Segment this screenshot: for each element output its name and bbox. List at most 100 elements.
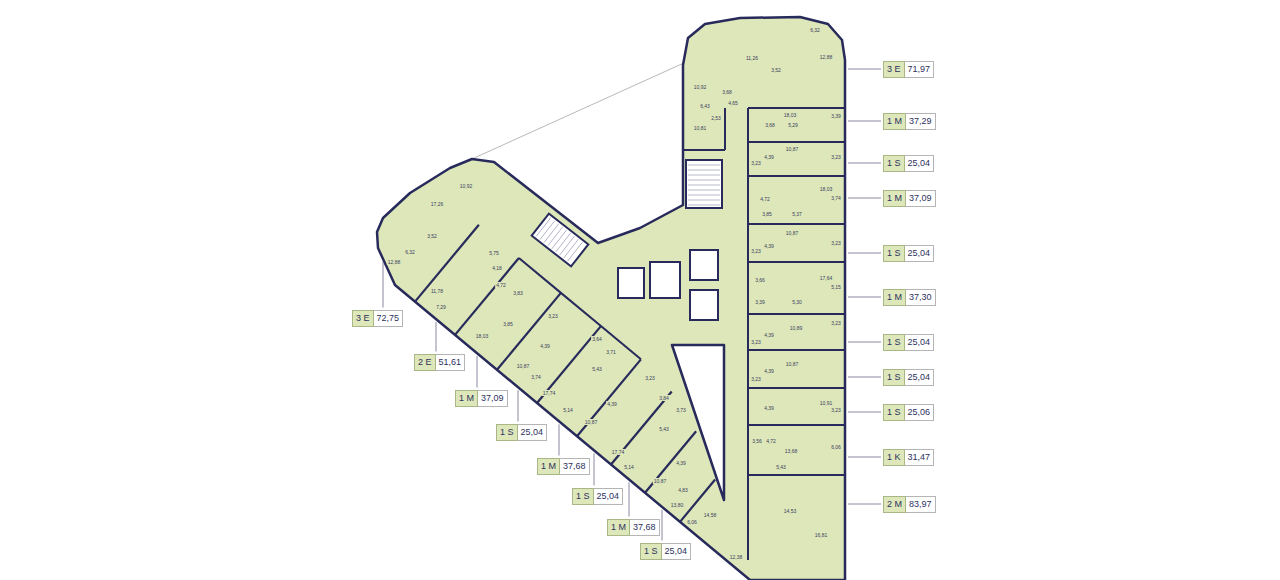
room-area: 3,23 (830, 407, 842, 413)
apartment-area: 51,61 (436, 354, 466, 371)
room-area: 10,87 (785, 146, 800, 152)
apartment-type: 1 S (883, 404, 905, 421)
stair-step (688, 180, 720, 181)
room-area: 3,84 (658, 395, 670, 401)
apartment-area: 25,04 (594, 488, 624, 505)
room-area: 4,72 (759, 196, 771, 202)
room-area: 3,23 (750, 160, 762, 166)
room-area: 6,32 (809, 27, 821, 33)
apartment-area: 31,47 (905, 449, 935, 466)
leader-line (518, 390, 519, 421)
wall (724, 108, 726, 150)
room-area: 2,53 (710, 115, 722, 121)
apartment-type: 1 S (496, 424, 518, 441)
apartment-area: 37,68 (560, 458, 590, 475)
room-area: 3,74 (830, 195, 842, 201)
room-area: 10,87 (653, 478, 668, 484)
room-area: 17,64 (819, 275, 834, 281)
wall (748, 474, 845, 476)
room-area: 3,23 (830, 154, 842, 160)
leader-line (594, 453, 595, 485)
room-area: 10,87 (516, 363, 531, 369)
wall (748, 141, 845, 143)
leader-line (477, 356, 478, 387)
apartment-tag: 1 M37,29 (883, 113, 936, 130)
room-area: 3,68 (721, 89, 733, 95)
stair-step (568, 242, 583, 261)
stair-step (688, 190, 720, 191)
apartment-tag: 1 M37,09 (455, 390, 508, 407)
apartment-area: 72,75 (374, 310, 404, 327)
room-area: 3,56 (751, 438, 763, 444)
room-area: 5,37 (791, 211, 803, 217)
room-area: 10,91 (819, 400, 834, 406)
stair-step (688, 175, 720, 176)
elevator-shaft (650, 262, 680, 298)
stair-step (564, 239, 579, 258)
room-area: 10,81 (693, 125, 708, 131)
apartment-area: 37,30 (906, 289, 936, 306)
room-area: 10,89 (789, 325, 804, 331)
wall (577, 359, 641, 436)
apartment-area: 25,04 (905, 245, 935, 262)
apartment-area: 25,04 (905, 369, 935, 386)
leader-line (848, 69, 881, 70)
wall (645, 431, 696, 493)
leader-line (848, 342, 881, 343)
room-area: 17,74 (542, 390, 557, 396)
stair (686, 160, 722, 208)
apartment-tag: 1 S25,06 (883, 404, 934, 421)
room-area: 3,39 (830, 113, 842, 119)
room-area: 10,92 (459, 183, 474, 189)
room-area: 3,83 (512, 290, 524, 296)
room-area: 5,14 (623, 464, 635, 470)
apartment-type: 1 M (455, 390, 478, 407)
wall (683, 149, 725, 151)
room-area: 4,72 (765, 438, 777, 444)
apartment-tag: 1 S25,04 (883, 369, 934, 386)
apartment-type: 1 M (607, 519, 630, 536)
wall (748, 424, 845, 426)
room-area: 11,26 (745, 55, 759, 61)
apartment-tag: 1 S25,04 (883, 155, 934, 172)
room-area: 3,23 (644, 375, 656, 381)
wall (748, 107, 845, 109)
apartment-tag: 2 M83,97 (883, 496, 936, 513)
stair-outline (686, 160, 722, 208)
room-area: 3,39 (754, 299, 766, 305)
room-area: 4,39 (763, 368, 775, 374)
apartment-area: 25,04 (905, 334, 935, 351)
apartment-area: 83,97 (906, 496, 936, 513)
apartment-tag: 1 M37,68 (537, 458, 590, 475)
room-area: 14,53 (783, 508, 798, 514)
stair-step (544, 224, 559, 243)
room-area: 4,72 (495, 282, 507, 288)
room-area: 11,78 (430, 288, 444, 294)
leader-line (383, 262, 384, 308)
wall (748, 313, 845, 315)
stair-step (688, 170, 720, 171)
room-area: 5,15 (830, 284, 842, 290)
leader-line (662, 510, 663, 541)
stair-step (552, 230, 567, 249)
room-area: 5,43 (775, 464, 787, 470)
wall (748, 223, 845, 225)
room-area: 3,52 (770, 67, 782, 73)
room-area: 12,38 (729, 554, 744, 560)
room-area: 7,29 (435, 304, 447, 310)
room-area: 10,87 (785, 361, 800, 367)
room-area: 3,23 (830, 320, 842, 326)
room-area: 5,75 (488, 250, 500, 256)
wall (748, 387, 845, 389)
wall (497, 293, 561, 370)
apartment-type: 1 S (883, 334, 905, 351)
room-area: 3,71 (605, 349, 617, 355)
room-area: 4,18 (491, 265, 503, 271)
room-area: 18,03 (783, 112, 798, 118)
apartment-area: 25,04 (905, 155, 935, 172)
room-area: 16,81 (814, 532, 829, 538)
wall (455, 258, 519, 335)
apartment-area: 37,09 (906, 190, 936, 207)
